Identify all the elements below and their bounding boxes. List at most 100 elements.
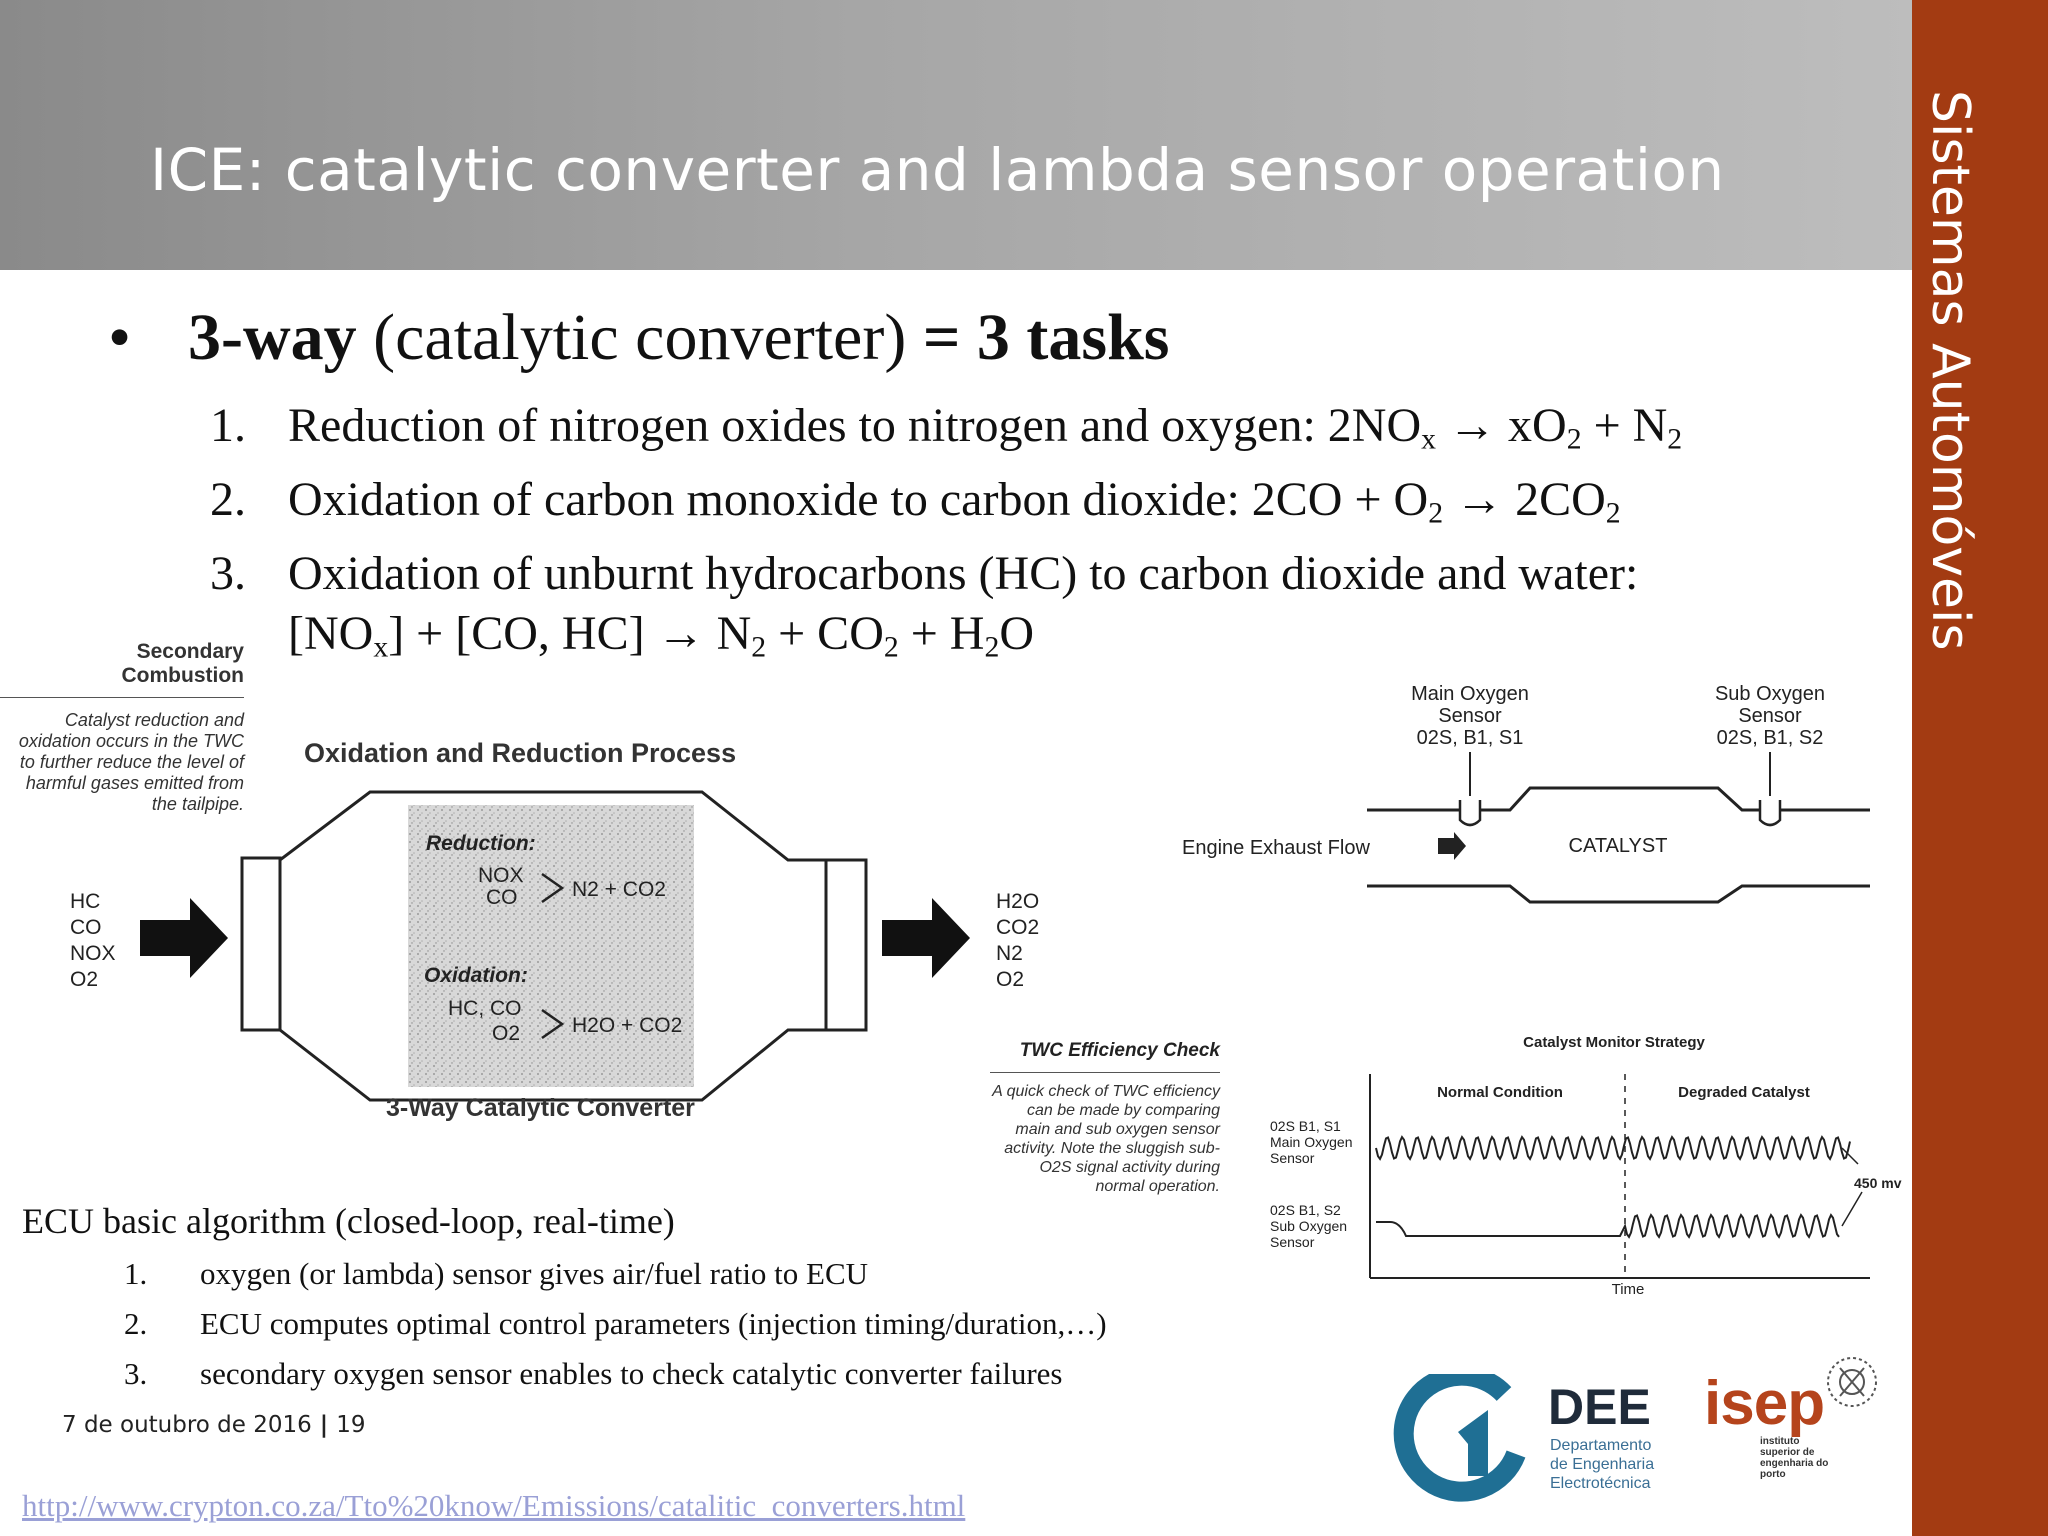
bullet-bold-a: 3-way <box>188 301 357 374</box>
dee-subtitle-line: Electrotécnica <box>1550 1475 1651 1492</box>
isep-subtitle-line: engenharia do <box>1760 1458 1829 1469</box>
isep-subtitle-line: superior de <box>1760 1447 1815 1458</box>
sub-sensor-label: Sub Oxygen <box>1715 683 1825 705</box>
output-gas: H2O <box>996 890 1039 913</box>
task-text: Reduction of nitrogen oxides to nitrogen… <box>288 399 1683 456</box>
twc-check-caption: A quick check of TWC efficiency can be m… <box>992 1083 1220 1195</box>
ecu-step-text: secondary oxygen sensor enables to check… <box>200 1356 1063 1391</box>
secondary-combustion-heading: Secondary Combustion <box>121 640 244 687</box>
title-bar <box>0 0 1912 270</box>
caption-divider <box>0 697 244 698</box>
task-number: 3. <box>210 547 246 600</box>
input-gas: O2 <box>70 968 98 991</box>
main-sensor-label: Sensor <box>1438 705 1502 727</box>
output-gas: O2 <box>996 968 1024 991</box>
dee-logo-subtitle: Departamento de Engenharia Electrotécnic… <box>1550 1436 1654 1493</box>
dee-logo-text: DEE <box>1548 1379 1651 1435</box>
secondary-combustion-caption: Catalyst reduction and oxidation occurs … <box>18 710 244 814</box>
main-sensor-label: Main Oxygen <box>1411 683 1529 705</box>
twc-check-divider <box>990 1072 1220 1073</box>
dee-subtitle-line: de Engenharia <box>1550 1456 1655 1473</box>
catalyst-core <box>408 805 694 1087</box>
sub-sensor-label: Sensor <box>1738 705 1802 727</box>
threshold-pointer <box>1841 1147 1863 1227</box>
slide-title: ICE: catalytic converter and lambda sens… <box>150 136 1725 204</box>
sub-sensor-label: 02S, B1, S2 <box>1717 727 1824 749</box>
main-sensor-label: 02S, B1, S1 <box>1417 727 1524 749</box>
sub-sensor-axis-label: Sub Oxygen <box>1270 1218 1347 1234</box>
isep-logo-text: isep <box>1704 1369 1825 1438</box>
twc-check-heading: TWC Efficiency Check <box>1019 1040 1220 1061</box>
degraded-catalyst-label: Degraded Catalyst <box>1678 1084 1810 1101</box>
exhaust-pipe-bottom <box>1367 884 1870 904</box>
inlet-pipe <box>240 856 282 1032</box>
ecu-step-number: 3. <box>124 1356 148 1391</box>
oxidation-input: HC, CO <box>448 997 522 1020</box>
dee-subtitle-line: Departamento <box>1550 1437 1652 1454</box>
isep-emblem-icon <box>1827 1357 1877 1407</box>
exhaust-pipe-top <box>1367 786 1870 812</box>
ecu-step-number: 1. <box>124 1256 148 1291</box>
converter-caption: 3-Way Catalytic Converter <box>386 1094 695 1122</box>
ecu-algorithm-title: ECU basic algorithm (closed-loop, real-t… <box>22 1201 675 1241</box>
main-sensor-signal <box>1375 1135 1851 1161</box>
oxidation-label: Oxidation: <box>424 964 528 987</box>
oxidation-arrow-icon <box>541 1008 565 1040</box>
oxidation-input: O2 <box>492 1022 520 1045</box>
sensor-placement-diagram: Main Oxygen Sensor 02S, B1, S1 Sub Oxyge… <box>1182 683 1870 904</box>
reduction-input: NOX <box>478 864 524 887</box>
sub-sensor-axis-label: 02S B1, S2 <box>1270 1202 1341 1218</box>
bullet-bold-b: = 3 tasks <box>922 301 1170 374</box>
source-link[interactable]: http://www.crypton.co.za/Tto%20know/Emis… <box>22 1488 966 1523</box>
isep-subtitle-line: porto <box>1760 1469 1786 1480</box>
flow-arrow-icon <box>1438 832 1466 860</box>
slide-number: 19 <box>336 1412 366 1438</box>
isep-logo-subtitle: instituto superior de engenharia do port… <box>1760 1436 1828 1480</box>
outlet-arrow-icon <box>882 898 970 978</box>
ecu-step-text: oxygen (or lambda) sensor gives air/fuel… <box>200 1256 869 1291</box>
slide-date: 7 de outubro de 2016 <box>62 1412 312 1438</box>
oxidation-reduction-title: Oxidation and Reduction Process <box>304 738 736 768</box>
reduction-output: N2 + CO2 <box>572 878 666 901</box>
main-sensor-axis-label: 02S B1, S1 <box>1270 1118 1341 1134</box>
input-gas: CO <box>70 916 102 939</box>
normal-condition-label: Normal Condition <box>1437 1084 1563 1101</box>
reduction-label: Reduction: <box>426 832 536 855</box>
sub-sensor-axis-label: Sensor <box>1270 1234 1315 1250</box>
task-text-continued: [NOx] + [CO, HC] → N2 + CO2 + H2O <box>288 607 1035 664</box>
outlet-pipe <box>824 858 868 1032</box>
dee-logo-icon <box>1393 1374 1526 1502</box>
voltage-threshold-label: 450 mv <box>1854 1175 1902 1191</box>
main-sensor-axis-label: Main Oxygen <box>1270 1134 1352 1150</box>
ecu-step-number: 2. <box>124 1306 148 1341</box>
bullet-dot: • <box>108 301 132 374</box>
footer-separator: | <box>319 1412 329 1438</box>
task-text: Oxidation of carbon monoxide to carbon d… <box>288 473 1621 530</box>
catalytic-converter-diagram: Oxidation and Reduction Process HC CO NO… <box>70 738 1039 1122</box>
task-text: Oxidation of unburnt hydrocarbons (HC) t… <box>288 547 1639 600</box>
inlet-arrow-icon <box>140 898 228 978</box>
main-sensor-icon <box>1458 800 1482 827</box>
bullet-normal: (catalytic converter) <box>356 301 923 374</box>
slide-footer: 7 de outubro de 2016 | 19 <box>62 1412 365 1438</box>
sub-sensor-signal <box>1376 1213 1840 1239</box>
catalyst-label: CATALYST <box>1569 835 1668 857</box>
ecu-step-text: ECU computes optimal control parameters … <box>200 1306 1107 1341</box>
isep-subtitle-line: instituto <box>1760 1436 1800 1447</box>
input-gas: NOX <box>70 942 116 965</box>
main-sensor-axis-label: Sensor <box>1270 1150 1315 1166</box>
reduction-arrow-icon <box>541 872 565 904</box>
sub-sensor-icon <box>1758 800 1782 827</box>
reduction-input: CO <box>486 886 518 909</box>
exhaust-flow-label: Engine Exhaust Flow <box>1182 837 1370 859</box>
time-axis-label: Time <box>1612 1281 1645 1298</box>
monitor-title: Catalyst Monitor Strategy <box>1523 1034 1705 1051</box>
output-gas: CO2 <box>996 916 1039 939</box>
side-band <box>1912 0 2048 1536</box>
oxidation-output: H2O + CO2 <box>572 1014 682 1037</box>
main-bullet: • 3-way (catalytic converter) = 3 tasks <box>108 300 1169 376</box>
task-number: 1. <box>210 399 246 452</box>
output-gas: N2 <box>996 942 1023 965</box>
side-band-label: Sistemas Automóveis <box>1920 90 1980 651</box>
task-number: 2. <box>210 473 246 526</box>
